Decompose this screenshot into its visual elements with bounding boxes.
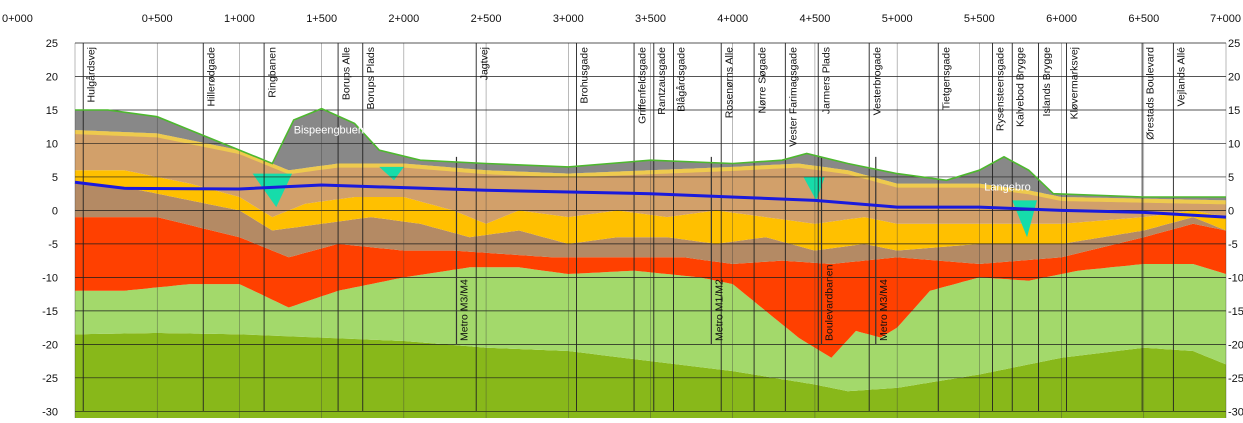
chainage-label: 0+500 xyxy=(142,13,173,25)
elevation-label-left: 10 xyxy=(46,138,58,150)
chainage-label: 2+500 xyxy=(471,13,502,25)
feature-label-bispeengbuen: Bispeengbuen xyxy=(294,124,364,136)
elevation-label-left: -15 xyxy=(42,306,58,318)
chainage-label: 6+000 xyxy=(1046,13,1077,25)
street-label: Rosenørns Alle xyxy=(723,47,735,118)
ground-surface-line xyxy=(75,107,1226,198)
street-label: Nørre Søgade xyxy=(756,47,768,114)
elevation-label-left: 0 xyxy=(52,205,58,217)
street-label: Ørestads Boulevard xyxy=(1144,47,1156,140)
street-label: Tietgensgade xyxy=(940,47,952,110)
elevation-label-left: -20 xyxy=(42,339,58,351)
street-label: Hulgårdsvej xyxy=(85,47,97,102)
fill-layer xyxy=(75,108,1226,201)
elevation-label-left: -30 xyxy=(42,406,58,418)
elevation-label-right: -25 xyxy=(1228,373,1243,385)
street-label: Rysensteensgade xyxy=(995,47,1007,131)
elevation-label-right: 0 xyxy=(1228,205,1234,217)
tunnel-crossing-label: Metro M3/M4 xyxy=(459,279,471,341)
street-label: Kalvebod Brygge xyxy=(1014,47,1026,127)
street-label: Blågårdsgade xyxy=(676,47,688,112)
water-pocket-1 xyxy=(252,173,293,208)
chainage-label: 5+500 xyxy=(964,13,995,25)
street-label: Griffenfeldsgade xyxy=(636,47,648,124)
chainage-label: 4+000 xyxy=(717,13,748,25)
elevation-label-left: 25 xyxy=(46,38,58,50)
elevation-label-left: 15 xyxy=(46,105,58,117)
elevation-label-right: 20 xyxy=(1228,71,1240,83)
chainage-label: 1+000 xyxy=(224,13,255,25)
water-pocket-3 xyxy=(803,176,825,201)
elevation-label-right: -15 xyxy=(1228,306,1243,318)
tunnel-alignment-line xyxy=(74,180,1227,219)
chainage-label: 4+500 xyxy=(799,13,830,25)
elevation-label-left: 20 xyxy=(46,71,58,83)
chainage-label: 3+500 xyxy=(635,13,666,25)
elevation-label-left: -10 xyxy=(42,272,58,284)
elevation-label-right: -10 xyxy=(1228,272,1243,284)
chainage-label: 6+500 xyxy=(1128,13,1159,25)
chainage-label: 7+000 xyxy=(1210,13,1241,25)
chainage-label: 3+000 xyxy=(553,13,584,25)
feature-label-langebro: Langebro xyxy=(984,181,1031,193)
chainage-label: 5+000 xyxy=(882,13,913,25)
street-label: Borups Alle xyxy=(340,47,352,100)
street-label: Vesterbrogade xyxy=(871,47,883,115)
elevation-label-left: -25 xyxy=(42,373,58,385)
grid-lines xyxy=(74,42,1227,418)
elevation-label-right: 25 xyxy=(1228,38,1240,50)
tunnel-crossing-label: Boulevardbanen xyxy=(824,264,836,341)
elevation-label-left: -5 xyxy=(48,239,58,251)
elevation-label-right: -30 xyxy=(1228,406,1243,418)
street-label: Hillerødgade xyxy=(205,47,217,107)
street-label: Vejlands Allé xyxy=(1176,47,1188,107)
street-label: Brohusgade xyxy=(579,47,591,104)
street-label: Jagtvej xyxy=(478,47,490,80)
tunnel-crossing-label: Metro M3/M4 xyxy=(878,279,890,341)
elevation-label-right: 5 xyxy=(1228,172,1234,184)
street-label: Vester Farimagsgade xyxy=(788,47,800,147)
street-label: Kløvermarksvej xyxy=(1069,47,1081,119)
elevation-label-right: 15 xyxy=(1228,105,1240,117)
elevation-label-left: 5 xyxy=(52,172,58,184)
elevation-label-right: -20 xyxy=(1228,339,1243,351)
street-label: Jarmers Plads xyxy=(820,47,832,114)
elevation-label-right: 10 xyxy=(1228,138,1240,150)
chainage-label: 1+500 xyxy=(306,13,337,25)
chainage-label: 0+000 xyxy=(2,13,33,25)
street-label: Borups Plads xyxy=(365,47,377,109)
series-lines xyxy=(74,107,1227,219)
tunnel-crossing-label: Metro M1/M2 xyxy=(714,279,726,341)
street-label: Islands Brygge xyxy=(1041,47,1053,117)
water-pocket-2 xyxy=(379,166,404,181)
chainage-label: 2+000 xyxy=(388,13,419,25)
elevation-label-right: -5 xyxy=(1228,239,1238,251)
street-label: Rantzausgade xyxy=(656,47,668,115)
street-label: Ringbanen xyxy=(266,47,278,98)
